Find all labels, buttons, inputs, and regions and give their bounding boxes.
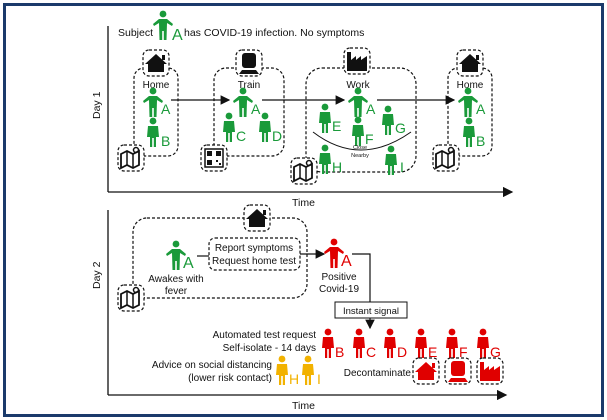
location-home-1: Home A B bbox=[117, 49, 179, 172]
person-icon bbox=[319, 144, 331, 174]
person-label: A bbox=[476, 101, 486, 117]
train-icon bbox=[448, 361, 468, 382]
person-icon bbox=[302, 355, 314, 385]
person-icon bbox=[259, 112, 271, 142]
report-box bbox=[208, 237, 301, 271]
subject-label: A bbox=[183, 255, 194, 272]
contact-label: C bbox=[366, 344, 376, 360]
person-icon bbox=[223, 112, 235, 142]
location-name: Home bbox=[143, 80, 170, 91]
caption-subject: A bbox=[172, 27, 183, 44]
person-label: B bbox=[161, 133, 170, 149]
decontaminate-label: Decontaminate bbox=[344, 368, 412, 379]
person-label: A bbox=[161, 101, 171, 117]
zone-label-close: Close bbox=[353, 145, 367, 151]
person-label: C bbox=[236, 128, 246, 144]
contact-person-icon bbox=[415, 328, 427, 358]
person-label: I bbox=[400, 159, 404, 175]
automated-text: Automated test request bbox=[213, 330, 317, 341]
person-icon bbox=[385, 145, 397, 175]
person-label: D bbox=[272, 128, 282, 144]
subject-person-icon bbox=[153, 10, 173, 40]
person-label: E bbox=[332, 118, 341, 134]
person-label: I bbox=[317, 371, 321, 387]
location-name: Train bbox=[238, 80, 260, 91]
automated-text: Self-isolate - 14 days bbox=[223, 343, 316, 354]
person-label: H bbox=[289, 371, 299, 387]
figure-frame bbox=[3, 3, 604, 417]
contact-label: E bbox=[428, 344, 437, 360]
person-label: H bbox=[332, 159, 342, 175]
contact-person-icon bbox=[353, 328, 365, 358]
positive-text: Covid-19 bbox=[319, 284, 359, 295]
caption-prefix: Subject bbox=[118, 27, 153, 39]
positive-text: Positive bbox=[321, 272, 356, 283]
person-label: G bbox=[395, 120, 406, 136]
contact-person-icon bbox=[477, 328, 489, 358]
positive-subject-label: A bbox=[341, 253, 352, 270]
location-work: Work A E F G H I Close Nearby bbox=[290, 47, 417, 185]
day1-time-label: Time bbox=[292, 197, 315, 209]
location-name: Work bbox=[346, 80, 370, 91]
day2-label: Day 2 bbox=[91, 261, 103, 289]
person-icon bbox=[147, 117, 159, 147]
advice-text: (lower risk contact) bbox=[188, 373, 272, 384]
day2-time-label: Time bbox=[292, 400, 315, 412]
report-box-text: Request home test bbox=[212, 256, 296, 267]
awake-text: Awakes with bbox=[148, 274, 203, 285]
person-icon bbox=[348, 87, 368, 117]
location-name: Home bbox=[457, 80, 484, 91]
instant-signal-box bbox=[334, 301, 408, 319]
caption-suffix: has COVID-19 infection. No symptoms bbox=[184, 27, 364, 39]
person-icon bbox=[463, 117, 475, 147]
person-icon bbox=[143, 87, 163, 117]
person-icon bbox=[458, 87, 478, 117]
contact-person-icon bbox=[446, 328, 458, 358]
signal-line bbox=[352, 253, 371, 318]
person-label: A bbox=[251, 101, 261, 117]
instant-signal-text: Instant signal bbox=[343, 306, 399, 317]
contact-label: D bbox=[397, 344, 407, 360]
contact-label: F bbox=[459, 344, 468, 360]
contact-person-icon bbox=[322, 328, 334, 358]
person-icon bbox=[276, 355, 288, 385]
day1-label: Day 1 bbox=[91, 91, 103, 119]
person-label: F bbox=[365, 131, 374, 147]
day2-home-zone bbox=[117, 204, 308, 312]
advice-text: Advice on social distancing bbox=[152, 360, 272, 371]
location-train: Train A C D bbox=[200, 49, 285, 172]
close-contacts: B C D E F G bbox=[322, 328, 501, 360]
person-label: B bbox=[476, 133, 485, 149]
location-home-2: Home A B bbox=[432, 49, 493, 172]
train-icon bbox=[239, 53, 259, 74]
contact-label: G bbox=[490, 344, 501, 360]
person-icon bbox=[233, 87, 253, 117]
person-icon bbox=[352, 116, 364, 146]
zone-label-nearby: Nearby bbox=[351, 153, 369, 159]
contact-label: B bbox=[335, 344, 344, 360]
person-label: A bbox=[366, 101, 376, 117]
person-icon bbox=[382, 105, 394, 135]
contact-person-icon bbox=[384, 328, 396, 358]
awake-text: fever bbox=[165, 286, 188, 297]
close-zone-arc bbox=[312, 131, 412, 151]
report-box-text: Report symptoms bbox=[215, 243, 293, 254]
person-icon bbox=[319, 103, 331, 133]
